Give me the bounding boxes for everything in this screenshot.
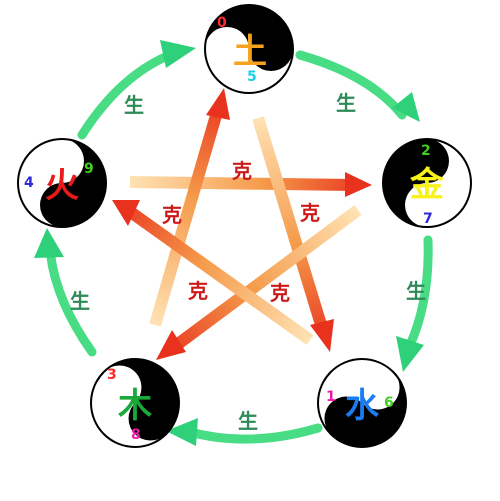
node-water: 水 1 6	[317, 358, 407, 448]
ke-arrowhead-earth-water	[310, 319, 334, 352]
element-num-earth-b: 5	[247, 69, 257, 85]
ke-arrow-fire-metal	[129, 176, 353, 191]
sheng-arrowhead-fire-earth	[160, 40, 196, 68]
element-num-fire-b: 9	[84, 161, 94, 177]
element-num-water-a: 1	[326, 389, 336, 405]
ke-star: 克 克 克 克 克	[112, 88, 372, 360]
element-char-fire: 火	[45, 166, 79, 206]
element-char-metal: 金	[409, 165, 445, 205]
ke-label-bottom-left: 克	[188, 279, 208, 303]
node-fire: 火 4 9	[17, 138, 107, 228]
element-num-fire-a: 4	[24, 175, 34, 191]
element-num-earth-a: 0	[217, 15, 227, 31]
sheng-arrow-wood-fire	[45, 245, 97, 357]
element-num-water-b: 6	[384, 395, 394, 411]
yin-yang-icon	[17, 138, 107, 228]
element-num-metal-b: 7	[423, 211, 433, 227]
ke-label-left: 克	[162, 203, 182, 227]
element-num-metal-a: 2	[421, 143, 431, 159]
yin-yang-icon	[204, 4, 294, 94]
sheng-label-earth-metal: 生	[336, 91, 356, 115]
ke-label-top: 克	[232, 159, 252, 183]
yin-yang-icon	[90, 358, 180, 448]
yin-yang-icon	[382, 138, 472, 228]
ke-arrowhead-metal-wood	[156, 330, 186, 360]
node-wood: 木 3 8	[90, 358, 180, 448]
sheng-label-wood-fire: 生	[70, 289, 90, 313]
ke-label-bottom-right: 克	[270, 281, 290, 305]
ke-arrow-metal-wood	[174, 205, 362, 349]
sheng-arrowhead-earth-metal	[392, 92, 420, 122]
node-metal: 金 2 7	[382, 138, 472, 228]
ke-arrow-wood-earth	[149, 110, 223, 327]
sheng-arrowhead-water-wood	[166, 418, 198, 446]
sheng-arrow-metal-water	[405, 235, 433, 350]
sheng-arrowhead-wood-fire	[34, 228, 64, 258]
ke-arrow-earth-water	[252, 116, 328, 330]
ke-arrowhead-fire-metal	[345, 172, 372, 197]
sheng-label-fire-earth: 生	[124, 93, 144, 117]
element-char-wood: 木	[117, 386, 152, 426]
ke-arrowhead-wood-earth	[206, 88, 230, 120]
sheng-label-metal-water: 生	[406, 279, 426, 303]
ke-arrow-water-fire	[128, 208, 314, 345]
ke-arrowhead-water-fire	[112, 200, 140, 226]
element-char-water: 水	[345, 386, 380, 426]
ke-label-right: 克	[300, 201, 320, 225]
node-earth: 土 0 5	[204, 4, 294, 94]
sheng-arrow-water-wood	[185, 423, 323, 444]
sheng-arrowhead-metal-water	[396, 336, 424, 372]
sheng-arrow-fire-earth	[77, 49, 177, 140]
sheng-label-water-wood: 生	[238, 409, 258, 433]
yin-yang-icon	[317, 358, 407, 448]
element-char-earth: 土	[233, 32, 267, 72]
sheng-cycle: 生 生 生 生 生	[34, 40, 433, 446]
element-num-wood-b: 8	[131, 427, 141, 443]
element-num-wood-a: 3	[107, 367, 117, 383]
